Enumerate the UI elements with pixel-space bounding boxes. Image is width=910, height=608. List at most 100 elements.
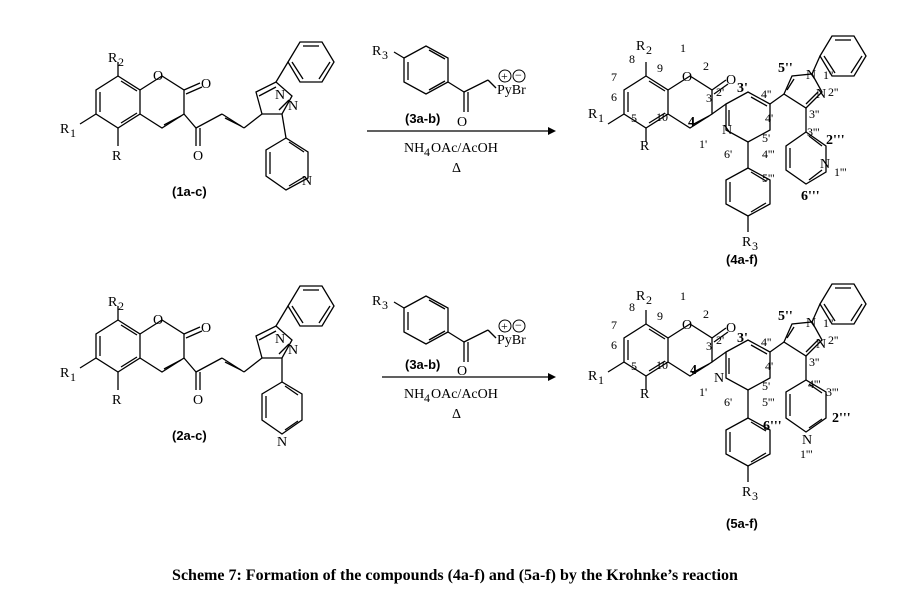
svg-text:O: O <box>682 70 692 85</box>
svg-text:2: 2 <box>118 55 124 69</box>
svg-text:N: N <box>820 157 830 172</box>
svg-text:R: R <box>636 289 646 304</box>
product-2-label: (5a-f) <box>726 516 758 531</box>
svg-text:N: N <box>288 99 298 114</box>
svg-text:6''': 6''' <box>801 189 820 204</box>
svg-text:Δ: Δ <box>452 407 461 422</box>
svg-text:3''': 3''' <box>807 125 820 139</box>
svg-text:2: 2 <box>703 307 709 321</box>
svg-text:4: 4 <box>688 115 695 130</box>
svg-text:N: N <box>288 343 298 358</box>
svg-text:N: N <box>802 433 812 448</box>
svg-text:OAc/AcOH: OAc/AcOH <box>431 141 498 156</box>
svg-text:−: − <box>515 318 522 332</box>
svg-text:NH: NH <box>404 387 424 402</box>
svg-text:1'': 1'' <box>823 316 833 330</box>
svg-text:9: 9 <box>657 309 663 323</box>
svg-text:R: R <box>60 122 70 137</box>
svg-text:6: 6 <box>611 338 617 352</box>
svg-text:3'': 3'' <box>809 107 819 121</box>
reactant-1-label: (1a-c) <box>172 184 207 199</box>
svg-text:3'': 3'' <box>809 355 819 369</box>
svg-text:2''': 2''' <box>826 133 845 148</box>
svg-text:10: 10 <box>656 358 668 372</box>
svg-text:4': 4' <box>765 111 773 125</box>
svg-text:1: 1 <box>70 370 76 384</box>
svg-text:N: N <box>714 371 724 386</box>
svg-text:NH: NH <box>404 141 424 156</box>
svg-text:R: R <box>742 485 752 500</box>
svg-text:3': 3' <box>737 81 748 96</box>
svg-text:O: O <box>726 321 736 336</box>
svg-text:N: N <box>806 68 816 83</box>
svg-text:1': 1' <box>699 385 707 399</box>
svg-text:3''': 3''' <box>826 385 839 399</box>
svg-text:3: 3 <box>706 91 712 105</box>
svg-text:O: O <box>153 69 163 84</box>
svg-text:4''': 4''' <box>808 377 821 391</box>
svg-text:R: R <box>636 39 646 54</box>
svg-text:O: O <box>153 313 163 328</box>
svg-text:N: N <box>806 316 816 331</box>
svg-text:4': 4' <box>765 359 773 373</box>
svg-text:3: 3 <box>752 239 758 253</box>
svg-text:R: R <box>108 295 118 310</box>
svg-text:R: R <box>640 387 650 402</box>
svg-text:OAc/AcOH: OAc/AcOH <box>431 387 498 402</box>
svg-text:O: O <box>201 77 211 92</box>
svg-text:3: 3 <box>752 489 758 503</box>
svg-text:6: 6 <box>611 90 617 104</box>
svg-text:6': 6' <box>724 147 732 161</box>
svg-text:3': 3' <box>737 331 748 346</box>
svg-text:2'': 2'' <box>828 85 838 99</box>
svg-text:PyBr: PyBr <box>497 83 526 98</box>
svg-text:O: O <box>457 115 467 130</box>
svg-text:O: O <box>726 73 736 88</box>
svg-text:O: O <box>457 364 467 379</box>
scheme-caption: Scheme 7: Formation of the compounds (4a… <box>172 567 738 584</box>
svg-text:PyBr: PyBr <box>497 333 526 348</box>
svg-text:N: N <box>275 332 285 347</box>
svg-text:5': 5' <box>762 131 770 145</box>
svg-text:1': 1' <box>699 137 707 151</box>
reagent-1-label: (3a-b) <box>405 111 440 126</box>
svg-text:1: 1 <box>598 111 604 125</box>
svg-text:O: O <box>193 393 203 408</box>
svg-text:5'': 5'' <box>778 61 793 76</box>
svg-text:5''': 5''' <box>762 395 775 409</box>
svg-text:N: N <box>816 337 826 352</box>
svg-text:2'': 2'' <box>828 333 838 347</box>
svg-text:R: R <box>640 139 650 154</box>
svg-text:2': 2' <box>716 85 724 99</box>
svg-text:4: 4 <box>690 363 697 378</box>
svg-text:+: + <box>501 69 508 83</box>
svg-text:4: 4 <box>424 145 430 159</box>
svg-text:6''': 6''' <box>763 419 782 434</box>
svg-text:+: + <box>501 319 508 333</box>
svg-text:1: 1 <box>598 373 604 387</box>
svg-text:3: 3 <box>382 298 388 312</box>
svg-text:O: O <box>201 321 211 336</box>
svg-text:4'': 4'' <box>761 335 771 349</box>
svg-text:2: 2 <box>646 43 652 57</box>
svg-text:4''': 4''' <box>762 147 775 161</box>
svg-text:N: N <box>302 174 312 189</box>
product-1-label: (4a-f) <box>726 252 758 267</box>
svg-text:1: 1 <box>680 289 686 303</box>
svg-text:2''': 2''' <box>832 411 851 426</box>
svg-text:9: 9 <box>657 61 663 75</box>
svg-text:5'': 5'' <box>778 309 793 324</box>
svg-text:7: 7 <box>611 318 617 332</box>
svg-text:3: 3 <box>706 339 712 353</box>
svg-text:5: 5 <box>631 359 637 373</box>
svg-text:6': 6' <box>724 395 732 409</box>
svg-text:O: O <box>193 149 203 164</box>
svg-text:−: − <box>515 68 522 82</box>
